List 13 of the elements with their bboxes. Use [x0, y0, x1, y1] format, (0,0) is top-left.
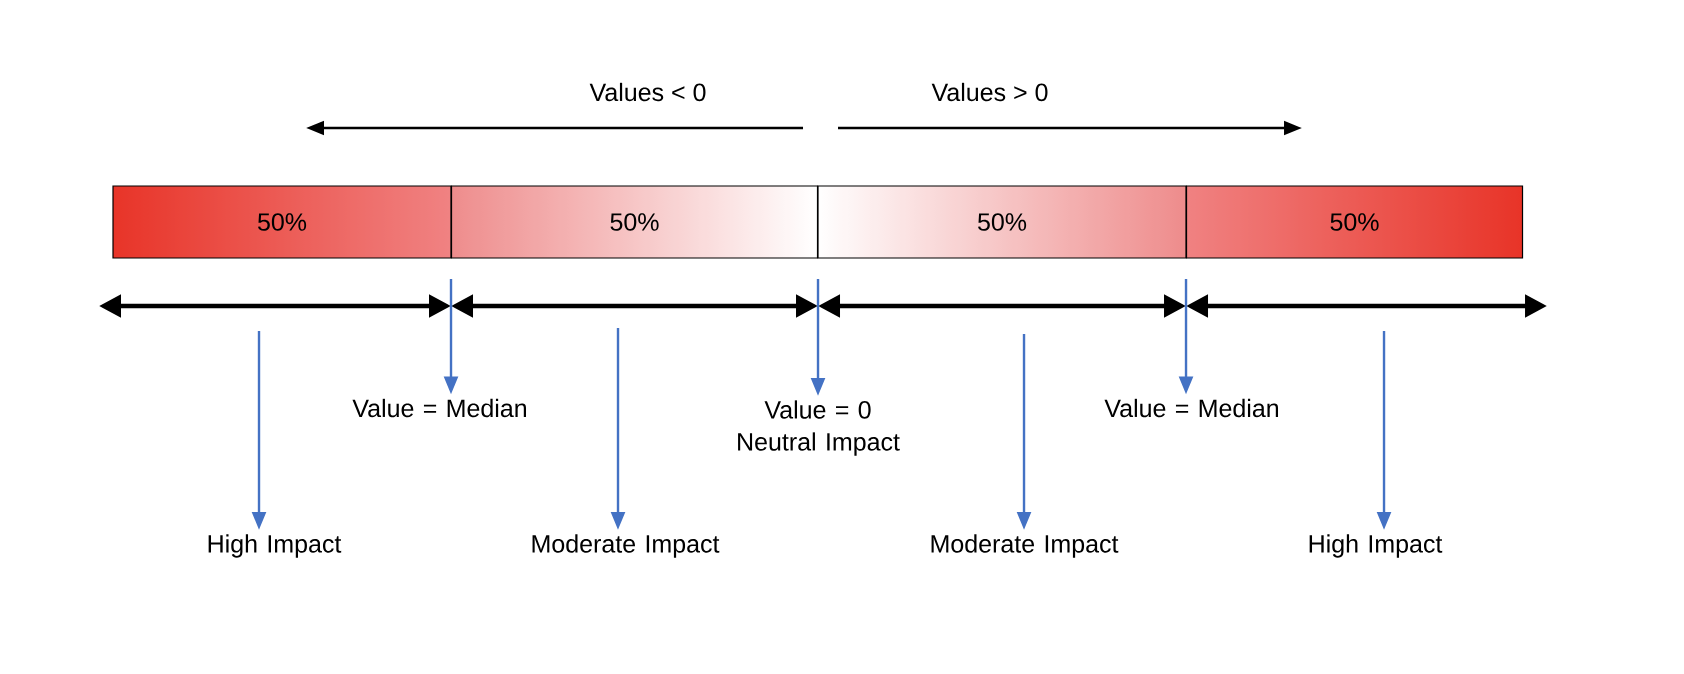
impact-label: Value = 0 Neutral Impact: [738, 400, 900, 456]
impact-label: Value = Median: [352, 398, 526, 418]
impact-label: High Impact: [1309, 534, 1443, 558]
impact-label: Moderate Impact: [931, 534, 1119, 558]
impact-label: Value = Median: [1104, 398, 1278, 418]
bar-segment: 50%: [1185, 185, 1524, 259]
impact-label: Moderate Impact: [532, 534, 720, 558]
direction-label: Values > 0: [931, 82, 1048, 102]
bar-segment: 50%: [817, 185, 1187, 259]
bar-segment: 50%: [450, 185, 819, 259]
bar-segment: 50%: [112, 185, 452, 259]
impact-label: High Impact: [208, 534, 342, 558]
direction-label: Values < 0: [589, 82, 706, 102]
